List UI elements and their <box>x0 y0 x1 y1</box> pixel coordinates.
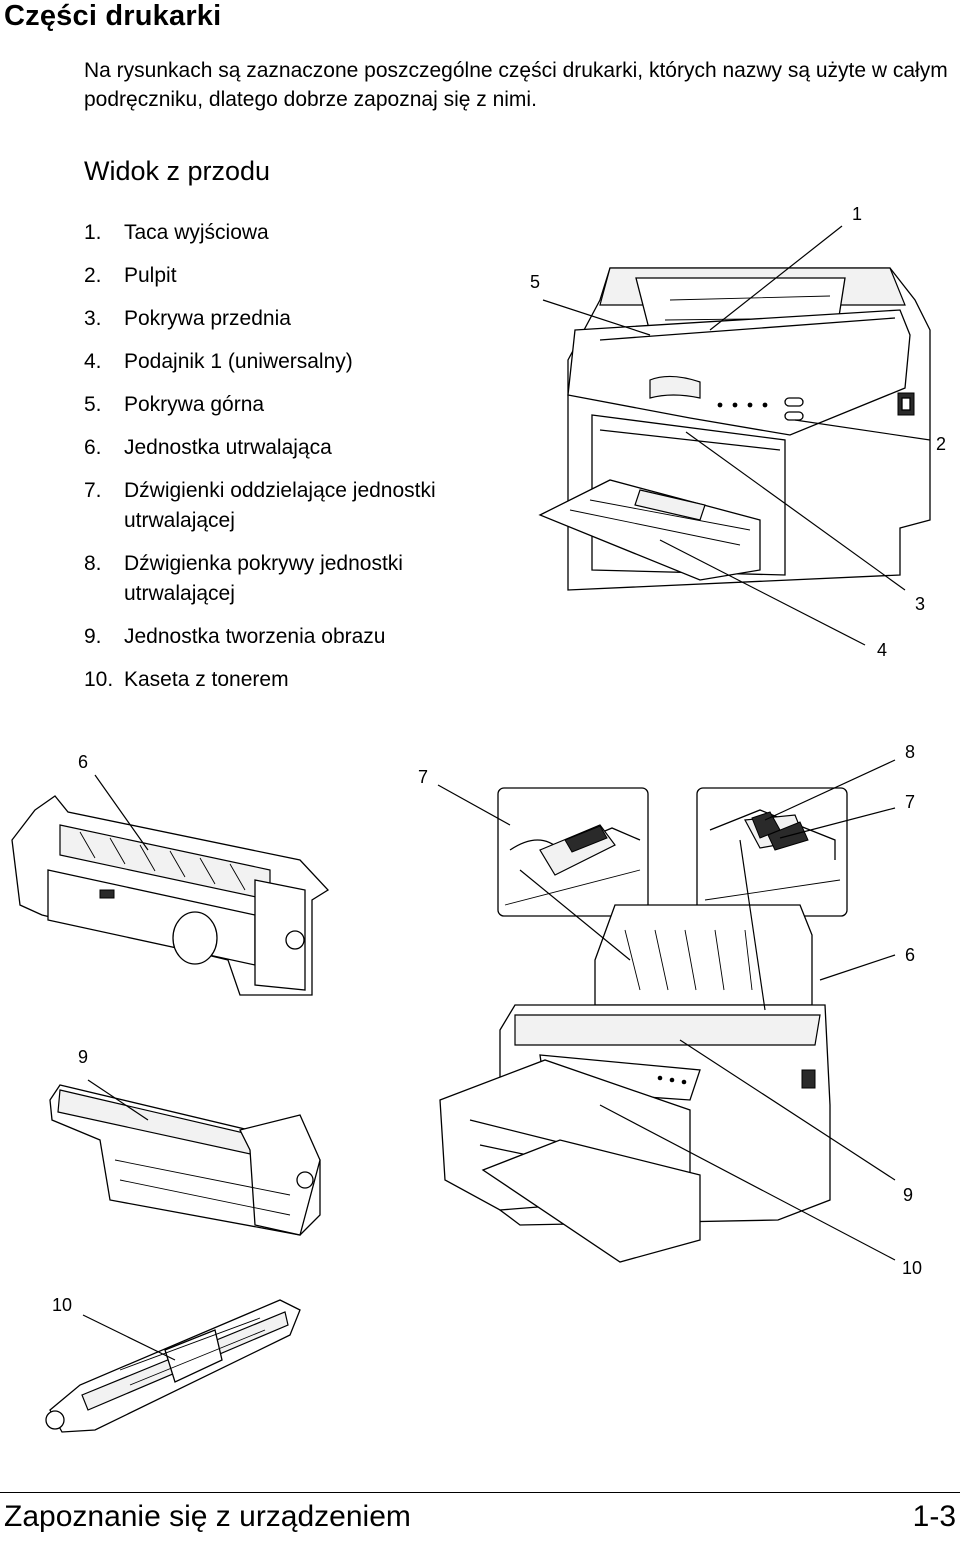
item-number: 2. <box>84 264 102 287</box>
callout-4: 4 <box>877 640 888 660</box>
callout-8: 8 <box>905 742 916 762</box>
page-title: Części drukarki <box>4 0 222 32</box>
callout-1: 1 <box>852 204 863 224</box>
fuser-cover-lever-detail <box>696 787 848 917</box>
printer-parts-illustration <box>11 225 931 1433</box>
parts-list: 1. Taca wyjściowa 2. Pulpit 3. Pokrywa prze… <box>84 218 484 708</box>
parts-list-item: 7. Dźwigienki oddzielające jednostki utrw… <box>84 476 484 536</box>
printer-open-view <box>439 904 831 1263</box>
item-label: Taca wyjściowa <box>124 221 269 244</box>
item-label: Dźwigienki oddzielające jednostki utrwal… <box>124 479 436 532</box>
item-number: 10. <box>84 668 114 691</box>
item-number: 7. <box>84 479 102 502</box>
parts-list-item: 9. Jednostka tworzenia obrazu <box>84 622 484 652</box>
parts-list-item: 2. Pulpit <box>84 261 484 291</box>
callout-7-left: 7 <box>418 767 429 787</box>
intro-paragraph: Na rysunkach są zaznaczone poszczególne … <box>84 59 948 111</box>
callout-9-printer: 9 <box>903 1185 914 1205</box>
parts-list-item: 10. Kaseta z tonerem <box>84 665 484 695</box>
item-number: 8. <box>84 552 102 575</box>
item-number: 5. <box>84 393 102 416</box>
item-label: Jednostka tworzenia obrazu <box>124 625 386 648</box>
item-label: Pulpit <box>124 264 177 287</box>
item-label: Jednostka utrwalająca <box>124 436 332 459</box>
callout-3: 3 <box>915 594 926 614</box>
imaging-unit-drawing <box>49 1084 321 1236</box>
item-label: Podajnik 1 (uniwersalny) <box>124 350 353 373</box>
separation-lever-detail <box>497 787 649 917</box>
item-label: Pokrywa przednia <box>124 307 291 330</box>
callout-7-right: 7 <box>905 792 916 812</box>
callout-10-cartridge: 10 <box>52 1295 73 1315</box>
toner-cartridge-drawing <box>45 1299 301 1433</box>
item-number: 6. <box>84 436 102 459</box>
callout-10-printer: 10 <box>902 1258 923 1278</box>
item-number: 3. <box>84 307 102 330</box>
callout-5: 5 <box>530 272 541 292</box>
section-heading: Widok z przodu <box>84 156 271 186</box>
fuser-unit-drawing <box>11 795 330 996</box>
parts-list-item: 8. Dźwigienka pokrywy jednostki utrwalają… <box>84 549 484 609</box>
parts-list-item: 4. Podajnik 1 (uniwersalny) <box>84 347 484 377</box>
footer-page-number: 1-3 <box>912 1500 956 1533</box>
item-label: Pokrywa górna <box>124 393 265 416</box>
parts-list-item: 1. Taca wyjściowa <box>84 218 484 248</box>
printer-front-view <box>538 267 931 591</box>
item-label: Dźwigienka pokrywy jednostki utrwalające… <box>124 552 403 605</box>
callout-9-unit: 9 <box>78 1047 89 1067</box>
parts-list-item: 6. Jednostka utrwalająca <box>84 433 484 463</box>
callout-6-fuser: 6 <box>78 752 89 772</box>
item-number: 4. <box>84 350 102 373</box>
item-number: 9. <box>84 625 102 648</box>
parts-list-item: 3. Pokrywa przednia <box>84 304 484 334</box>
item-number: 1. <box>84 221 102 244</box>
callout-6-printer: 6 <box>905 945 916 965</box>
parts-list-item: 5. Pokrywa górna <box>84 390 484 420</box>
callout-2: 2 <box>936 434 947 454</box>
footer-divider <box>0 1492 960 1493</box>
footer-section-title: Zapoznanie się z urządzeniem <box>4 1500 411 1533</box>
item-label: Kaseta z tonerem <box>124 668 289 691</box>
